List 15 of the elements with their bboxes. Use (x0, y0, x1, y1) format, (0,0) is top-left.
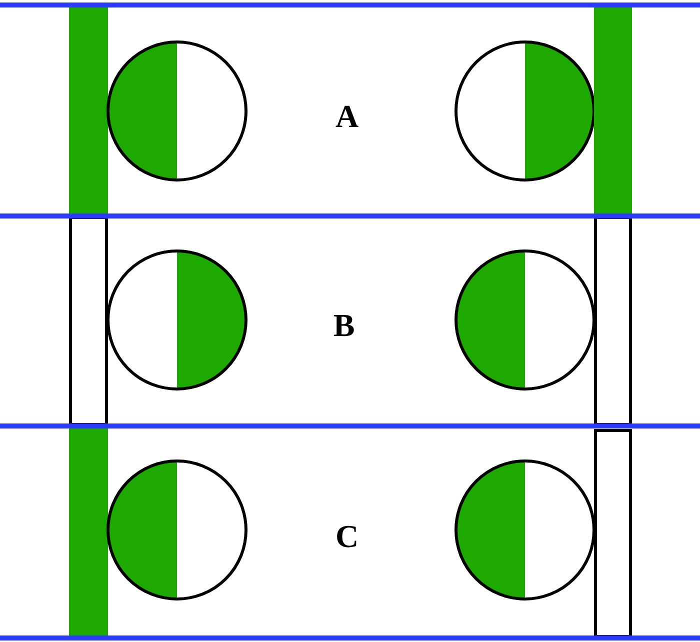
shaded-bar (69, 7, 108, 214)
outlined-bar (594, 429, 632, 638)
panel-label: B (333, 309, 355, 341)
shaded-bar (594, 7, 632, 214)
half-shaded-circle (454, 40, 596, 182)
half-shaded-circle (454, 250, 596, 390)
outlined-bar (69, 216, 108, 426)
half-shaded-circle (106, 40, 248, 182)
half-shaded-circle (454, 460, 596, 600)
half-shaded-circle (106, 250, 248, 390)
panel-label: C (335, 520, 359, 552)
panel-label: A (335, 100, 359, 132)
outlined-bar (594, 216, 632, 426)
shaded-bar (69, 428, 108, 636)
half-shaded-circle (106, 460, 248, 600)
